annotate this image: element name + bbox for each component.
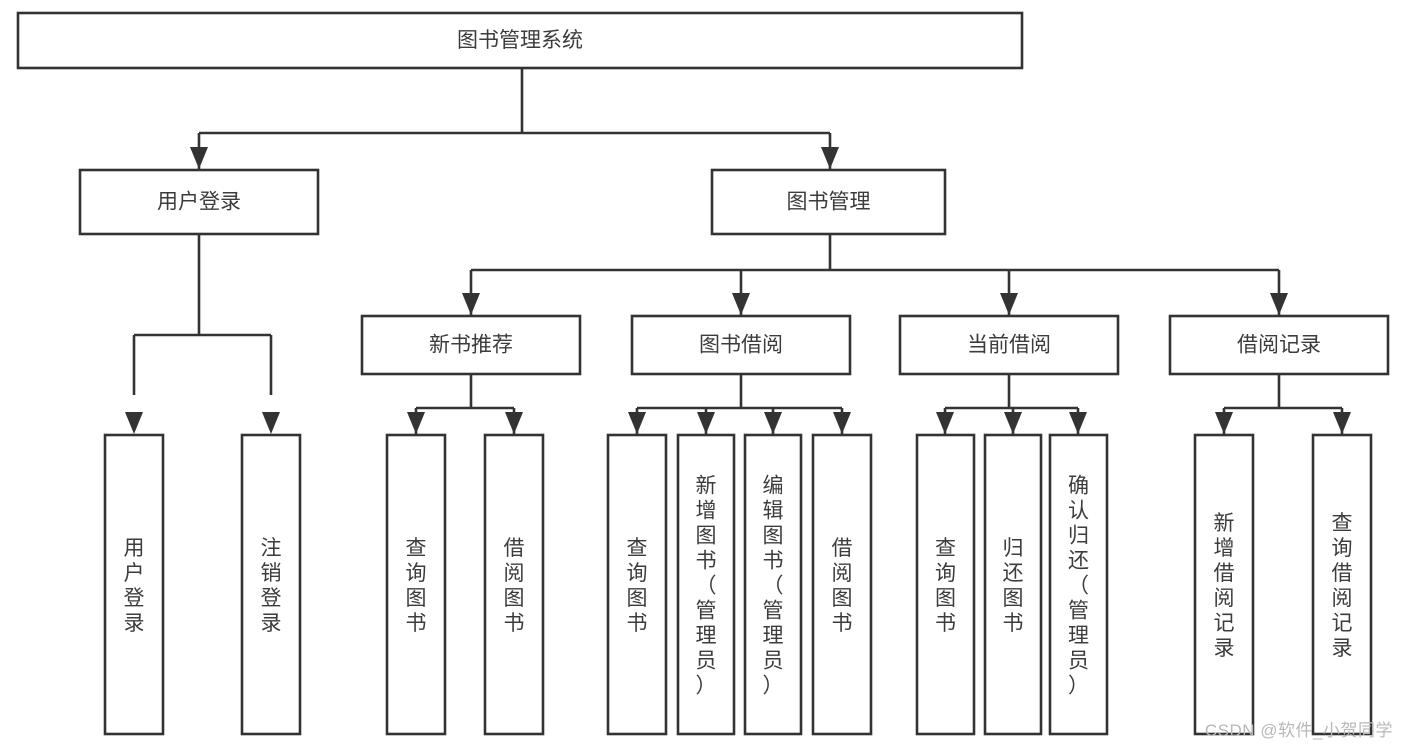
node-box-leaf-7[interactable] xyxy=(811,433,873,736)
node-label-leaf-5: 新增图书（管理员） xyxy=(696,475,717,698)
arrow-head-dangqianjieyue-to-leaves-0 xyxy=(936,412,954,434)
node-box-leaf-0[interactable] xyxy=(103,433,165,736)
node-leaf-6[interactable]: 编辑图书（管理员） xyxy=(743,433,803,736)
node-root-0[interactable]: 图书管理系统 xyxy=(16,11,1024,70)
arrow-head-xinshutuijian-to-leaves-0 xyxy=(407,412,425,434)
node-box-leaf-4[interactable] xyxy=(606,433,668,736)
node-leaf-9[interactable]: 归还图书 xyxy=(983,433,1043,736)
node-box-leaf-6[interactable] xyxy=(743,433,803,736)
node-label-leaf-10: 确认归还（管理员） xyxy=(1068,475,1089,698)
arrow-head-tushujieyue-to-leaves-1 xyxy=(697,412,715,434)
node-leaf-2[interactable]: 查询图书 xyxy=(385,433,447,736)
arrow-head-tushujieyue-to-leaves-3 xyxy=(833,412,851,434)
node-label-leaf-11: 新增借阅记录 xyxy=(1214,512,1235,660)
node-leaf-12[interactable]: 查询借阅记录 xyxy=(1311,433,1373,736)
node-label-leaf-2: 查询图书 xyxy=(406,537,427,635)
node-level3-3[interactable]: 借阅记录 xyxy=(1168,314,1390,376)
node-box-level2-1[interactable] xyxy=(710,168,947,236)
node-level3-1[interactable]: 图书借阅 xyxy=(630,314,852,376)
node-leaf-1[interactable]: 注销登录 xyxy=(240,433,302,736)
node-level3-2[interactable]: 当前借阅 xyxy=(898,314,1120,376)
node-level2-1[interactable]: 图书管理 xyxy=(710,168,947,236)
arrow-head-tushuguanli-to-level3-3 xyxy=(1270,293,1288,315)
arrow-head-dangqianjieyue-to-leaves-1 xyxy=(1004,412,1022,434)
node-level2-0[interactable]: 用户登录 xyxy=(78,168,320,236)
node-box-level3-0[interactable] xyxy=(360,314,582,376)
node-label-level3-2: 当前借阅 xyxy=(967,334,1051,357)
node-box-leaf-10[interactable] xyxy=(1048,433,1109,736)
arrow-head-yonghudenglu-to-leaves-0 xyxy=(125,412,143,434)
node-box-level3-3[interactable] xyxy=(1168,314,1390,376)
node-label-leaf-12: 查询借阅记录 xyxy=(1332,512,1353,660)
arrow-head-tushujieyue-to-leaves-2 xyxy=(764,412,782,434)
node-label-root-0: 图书管理系统 xyxy=(457,29,583,52)
node-label-leaf-8: 查询图书 xyxy=(935,537,956,635)
node-box-leaf-9[interactable] xyxy=(983,433,1043,736)
arrow-head-yonghudenglu-to-leaves-1 xyxy=(262,412,280,434)
arrow-head-jieyuejilu-to-leaves-1 xyxy=(1333,412,1351,434)
arrow-head-jieyuejilu-to-leaves-0 xyxy=(1215,412,1233,434)
node-box-leaf-8[interactable] xyxy=(915,433,976,736)
node-box-level3-1[interactable] xyxy=(630,314,852,376)
node-leaf-7[interactable]: 借阅图书 xyxy=(811,433,873,736)
arrow-head-tushuguanli-to-level3-2 xyxy=(1000,293,1018,315)
node-label-leaf-9: 归还图书 xyxy=(1003,537,1024,635)
node-box-leaf-12[interactable] xyxy=(1311,433,1373,736)
node-leaf-0[interactable]: 用户登录 xyxy=(103,433,165,736)
node-label-leaf-3: 借阅图书 xyxy=(504,537,525,635)
node-box-level3-2[interactable] xyxy=(898,314,1120,376)
node-label-level3-0: 新书推荐 xyxy=(429,334,513,357)
node-label-level3-1: 图书借阅 xyxy=(699,334,783,357)
node-box-level2-0[interactable] xyxy=(78,168,320,236)
node-leaf-10[interactable]: 确认归还（管理员） xyxy=(1048,433,1109,736)
node-label-level2-1: 图书管理 xyxy=(787,191,871,214)
node-label-leaf-4: 查询图书 xyxy=(627,537,648,635)
arrow-head-tushuguanli-to-level3-0 xyxy=(462,293,480,315)
node-box-leaf-1[interactable] xyxy=(240,433,302,736)
node-label-level3-3: 借阅记录 xyxy=(1237,334,1321,357)
watermark-label: CSDN @软件_小贺同学 xyxy=(1204,721,1393,740)
node-label-leaf-0: 用户登录 xyxy=(124,537,145,635)
arrow-head-xinshutuijian-to-leaves-1 xyxy=(505,412,523,434)
node-label-level2-0: 用户登录 xyxy=(157,191,241,214)
node-box-root-0[interactable] xyxy=(16,11,1024,70)
node-leaf-11[interactable]: 新增借阅记录 xyxy=(1193,433,1255,736)
node-label-leaf-7: 借阅图书 xyxy=(832,537,853,635)
node-label-leaf-6: 编辑图书（管理员） xyxy=(763,475,784,698)
node-leaf-8[interactable]: 查询图书 xyxy=(915,433,976,736)
arrow-head-root-to-level2-1 xyxy=(821,147,839,169)
node-box-leaf-5[interactable] xyxy=(676,433,736,736)
node-box-leaf-11[interactable] xyxy=(1193,433,1255,736)
node-leaf-4[interactable]: 查询图书 xyxy=(606,433,668,736)
node-leaf-3[interactable]: 借阅图书 xyxy=(483,433,545,736)
arrow-head-tushujieyue-to-leaves-0 xyxy=(628,412,646,434)
node-box-leaf-3[interactable] xyxy=(483,433,545,736)
arrow-head-root-to-level2-0 xyxy=(190,147,208,169)
node-level3-0[interactable]: 新书推荐 xyxy=(360,314,582,376)
node-leaf-5[interactable]: 新增图书（管理员） xyxy=(676,433,736,736)
arrow-head-tushuguanli-to-level3-1 xyxy=(732,293,750,315)
node-box-leaf-2[interactable] xyxy=(385,433,447,736)
node-label-leaf-1: 注销登录 xyxy=(261,537,282,635)
arrow-head-dangqianjieyue-to-leaves-2 xyxy=(1069,412,1087,434)
